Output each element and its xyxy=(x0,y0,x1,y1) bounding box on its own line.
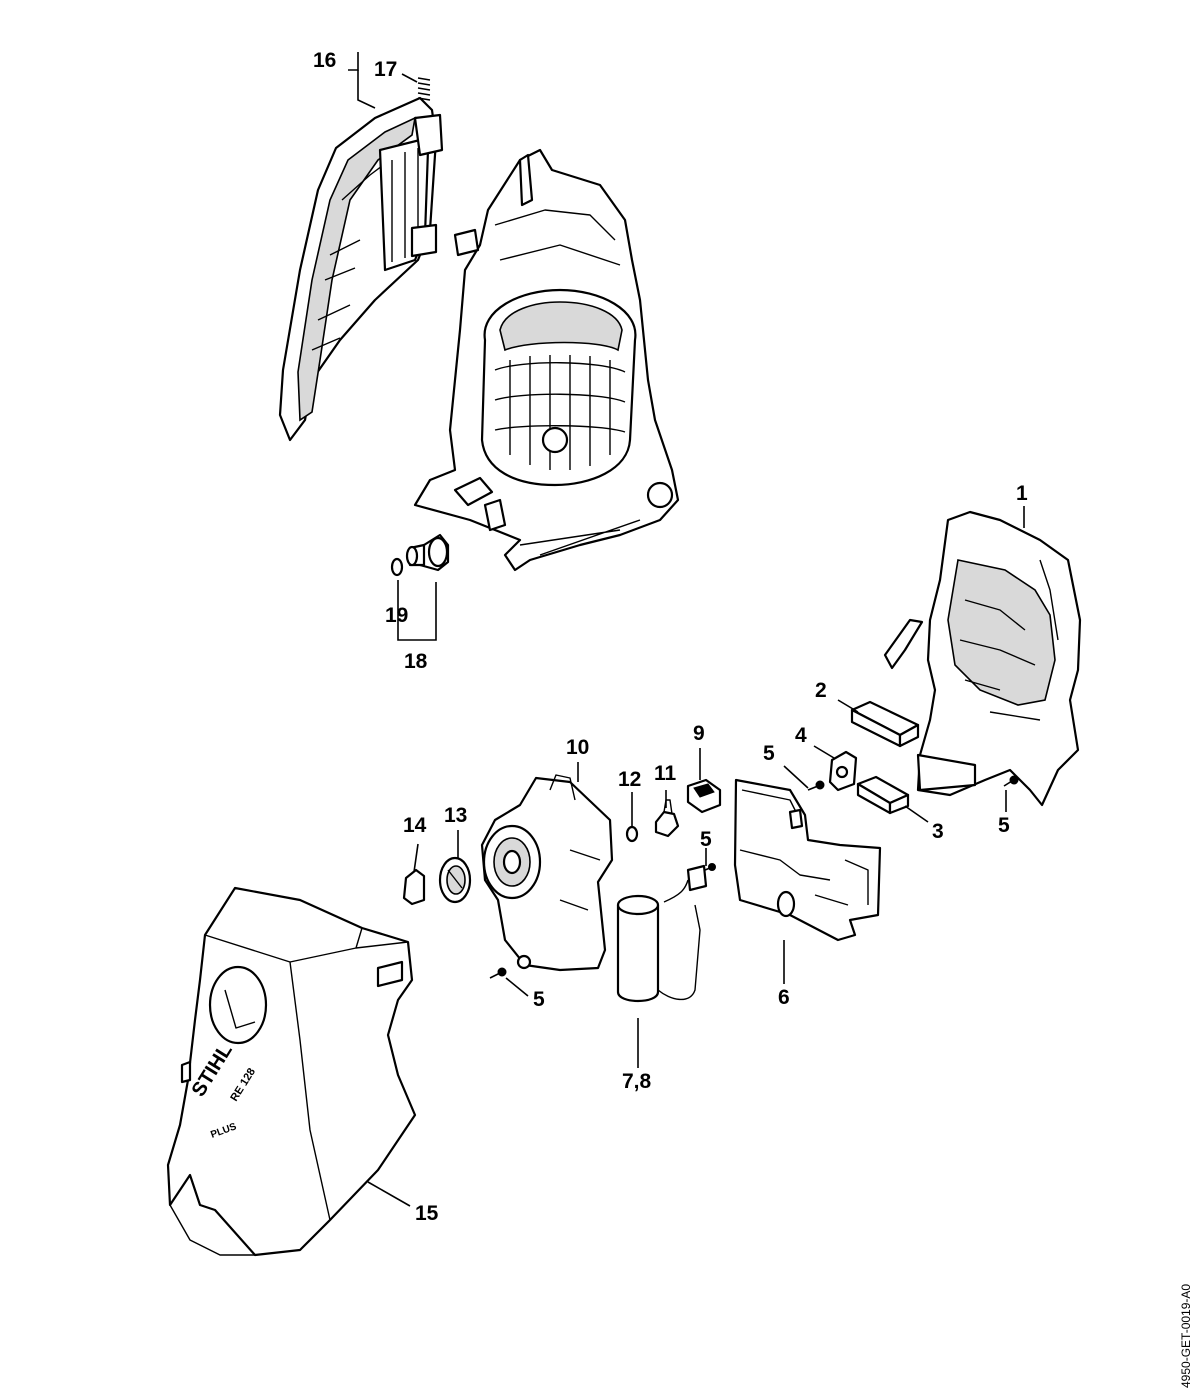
part-13-knob xyxy=(438,856,472,904)
part-11-valve xyxy=(654,799,680,838)
part-5-screw-d xyxy=(489,967,507,979)
label-17: 17 xyxy=(374,58,397,81)
part-5-screw-a xyxy=(807,780,825,791)
label-78: 7,8 xyxy=(622,1070,652,1093)
label-4: 4 xyxy=(795,724,807,747)
part-17-spring xyxy=(417,77,431,101)
part-6-bracket xyxy=(733,778,882,942)
label-15: 15 xyxy=(415,1202,439,1225)
label-5b: 5 xyxy=(998,814,1010,837)
part-1-chassis xyxy=(883,510,1082,807)
motor-pump-assembly xyxy=(413,148,680,572)
label-3: 3 xyxy=(932,820,944,843)
label-6: 6 xyxy=(778,986,790,1009)
part-9-switch xyxy=(686,778,722,814)
part-14-cap xyxy=(402,868,426,906)
part-5-screw-b xyxy=(1003,775,1019,787)
label-5a: 5 xyxy=(763,742,775,765)
part-16-handle xyxy=(278,96,444,442)
part-10-motor-cover xyxy=(480,774,614,972)
label-11: 11 xyxy=(654,762,677,785)
label-13: 13 xyxy=(444,804,467,827)
label-18: 18 xyxy=(404,650,428,673)
label-5c: 5 xyxy=(700,828,712,851)
label-9: 9 xyxy=(693,722,705,745)
part-19-o-ring xyxy=(390,557,404,577)
label-19: 19 xyxy=(385,604,408,627)
label-10: 10 xyxy=(566,736,589,759)
label-12: 12 xyxy=(618,768,641,791)
part-18-connector xyxy=(405,533,450,572)
leader-lines xyxy=(348,52,1025,1207)
label-5d: 5 xyxy=(533,988,545,1011)
part-labels: 16 17 19 18 1 2 4 3 5 5 10 9 11 12 13 14… xyxy=(313,49,1028,1225)
part-15-front-housing xyxy=(166,886,417,1257)
part-3-pad xyxy=(856,775,910,815)
drawing-code: 4950-GET-0019-A0 xyxy=(1179,1284,1193,1388)
part-12-washer xyxy=(625,825,639,843)
label-1: 1 xyxy=(1016,482,1028,505)
part-7-8-capacitor xyxy=(616,864,708,1003)
label-14: 14 xyxy=(403,814,427,837)
label-16: 16 xyxy=(313,49,336,72)
label-2: 2 xyxy=(815,679,827,702)
part-4-clip xyxy=(828,750,858,792)
part-2-pad xyxy=(850,700,920,748)
